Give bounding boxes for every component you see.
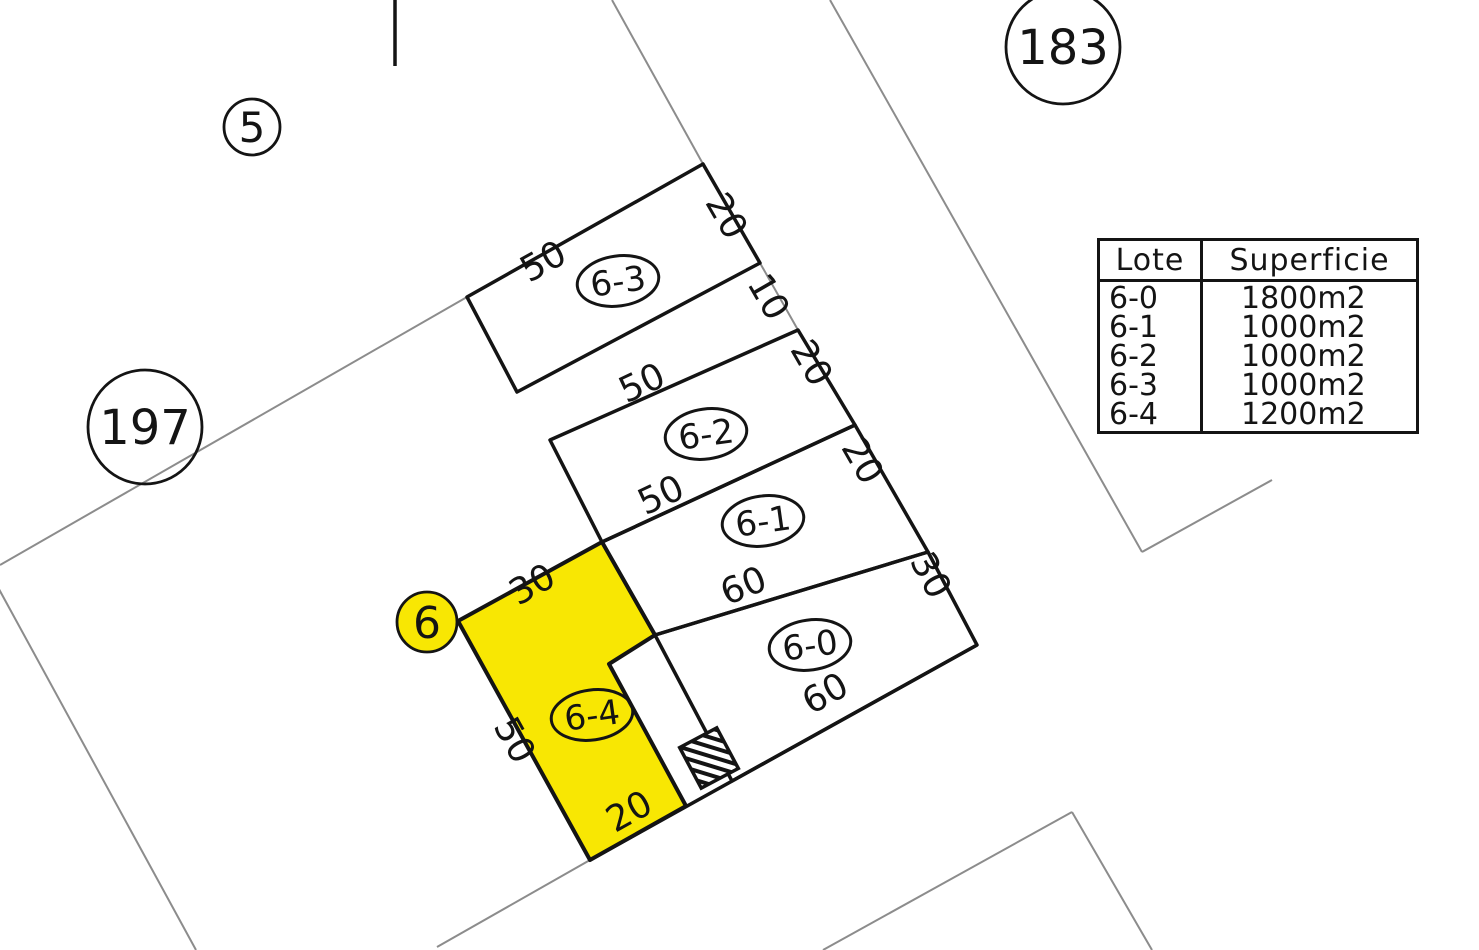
dim-lot-6-1-side: 20 (833, 431, 891, 491)
lot-6-1-label: 6-1 (733, 498, 794, 545)
parcel-197-circle (86, 368, 204, 486)
lot-labels: 6-3 6-2 6-1 6-0 6-4 (562, 258, 841, 739)
lot-6-2-label: 6-2 (676, 411, 737, 458)
dim-path-width: 10 (739, 267, 797, 327)
parcel-183-number: 183 (1017, 20, 1109, 76)
table-cell-superficie: 1000m2 (1241, 368, 1366, 403)
lot-label-ellipses (549, 254, 853, 742)
table-body: 6-0 6-1 6-2 6-3 6-4 1800m2 1000m2 1000m2… (1100, 282, 1416, 431)
table-header-row: Lote Superficie (1100, 241, 1416, 282)
parcel-6-circle (395, 590, 459, 654)
lot-6-1-ellipse (720, 494, 806, 548)
parcel-6-south-boundary-line (436, 859, 591, 948)
lot-outlines (393, 0, 979, 862)
table-cell-lote: 6-0 (1109, 281, 1158, 316)
path-frontage-line (759, 262, 799, 331)
road-corner-line (1141, 479, 1273, 553)
lot-6-4-label: 6-4 (562, 692, 623, 739)
table-cell-superficie: 1200m2 (1241, 397, 1366, 432)
table-cell-lote: 6-2 (1109, 339, 1158, 374)
lot-6-0-label: 6-0 (780, 622, 841, 669)
table-cell-lote: 6-3 (1109, 368, 1158, 403)
lot-6-3-ellipse (575, 254, 661, 308)
parcel-183-circle (1004, 0, 1122, 106)
lot-6-3-outline (465, 162, 762, 394)
table-column-lote: 6-0 6-1 6-2 6-3 6-4 (1100, 282, 1203, 431)
dim-lot-6-2-front: 50 (613, 355, 672, 412)
parcel-number-circles: 5 183 197 6 (86, 0, 1122, 654)
table-cell-lote: 6-4 (1109, 397, 1158, 432)
table-cell-superficie: 1800m2 (1241, 281, 1366, 316)
parcel-5-circle (222, 97, 282, 157)
parcel-boundary-lines (0, 0, 1273, 950)
table-column-superficie: 1800m2 1000m2 1000m2 1000m2 1200m2 (1203, 282, 1416, 431)
lot-6-0-ellipse (767, 618, 853, 672)
table-header-superficie: Superficie (1229, 242, 1390, 278)
table-header-lote: Lote (1100, 241, 1203, 279)
lot-area-table: Lote Superficie 6-0 6-1 6-2 6-3 6-4 1800… (1097, 238, 1419, 434)
hatched-structure-icon (677, 725, 741, 791)
lot-6-3-label: 6-3 (588, 258, 649, 305)
dim-lot-6-0-top: 60 (715, 559, 773, 614)
parcel-5-number: 5 (239, 103, 266, 152)
table-cell-lote: 6-1 (1109, 310, 1158, 345)
road-left-edge-line (611, 0, 704, 165)
dim-lot-6-1-front: 50 (632, 467, 691, 524)
southeast-parcel-right-line (1071, 811, 1153, 950)
dim-lot-6-0-street: 60 (795, 665, 855, 723)
table-cell-superficie: 1000m2 (1241, 339, 1366, 374)
street-frontage-line (589, 643, 978, 862)
southeast-parcel-left-line (822, 811, 1073, 950)
road-right-edge-line (829, 0, 1143, 553)
parcel-6-northwest-boundary-line (0, 296, 468, 566)
parcel-6-west-boundary-line (0, 588, 197, 950)
lot-6-2-ellipse (663, 407, 749, 461)
parcel-6-number: 6 (413, 598, 441, 649)
table-cell-superficie: 1000m2 (1241, 310, 1366, 345)
parcel-197-number: 197 (99, 400, 191, 456)
lot-6-4-ellipse (549, 688, 635, 742)
